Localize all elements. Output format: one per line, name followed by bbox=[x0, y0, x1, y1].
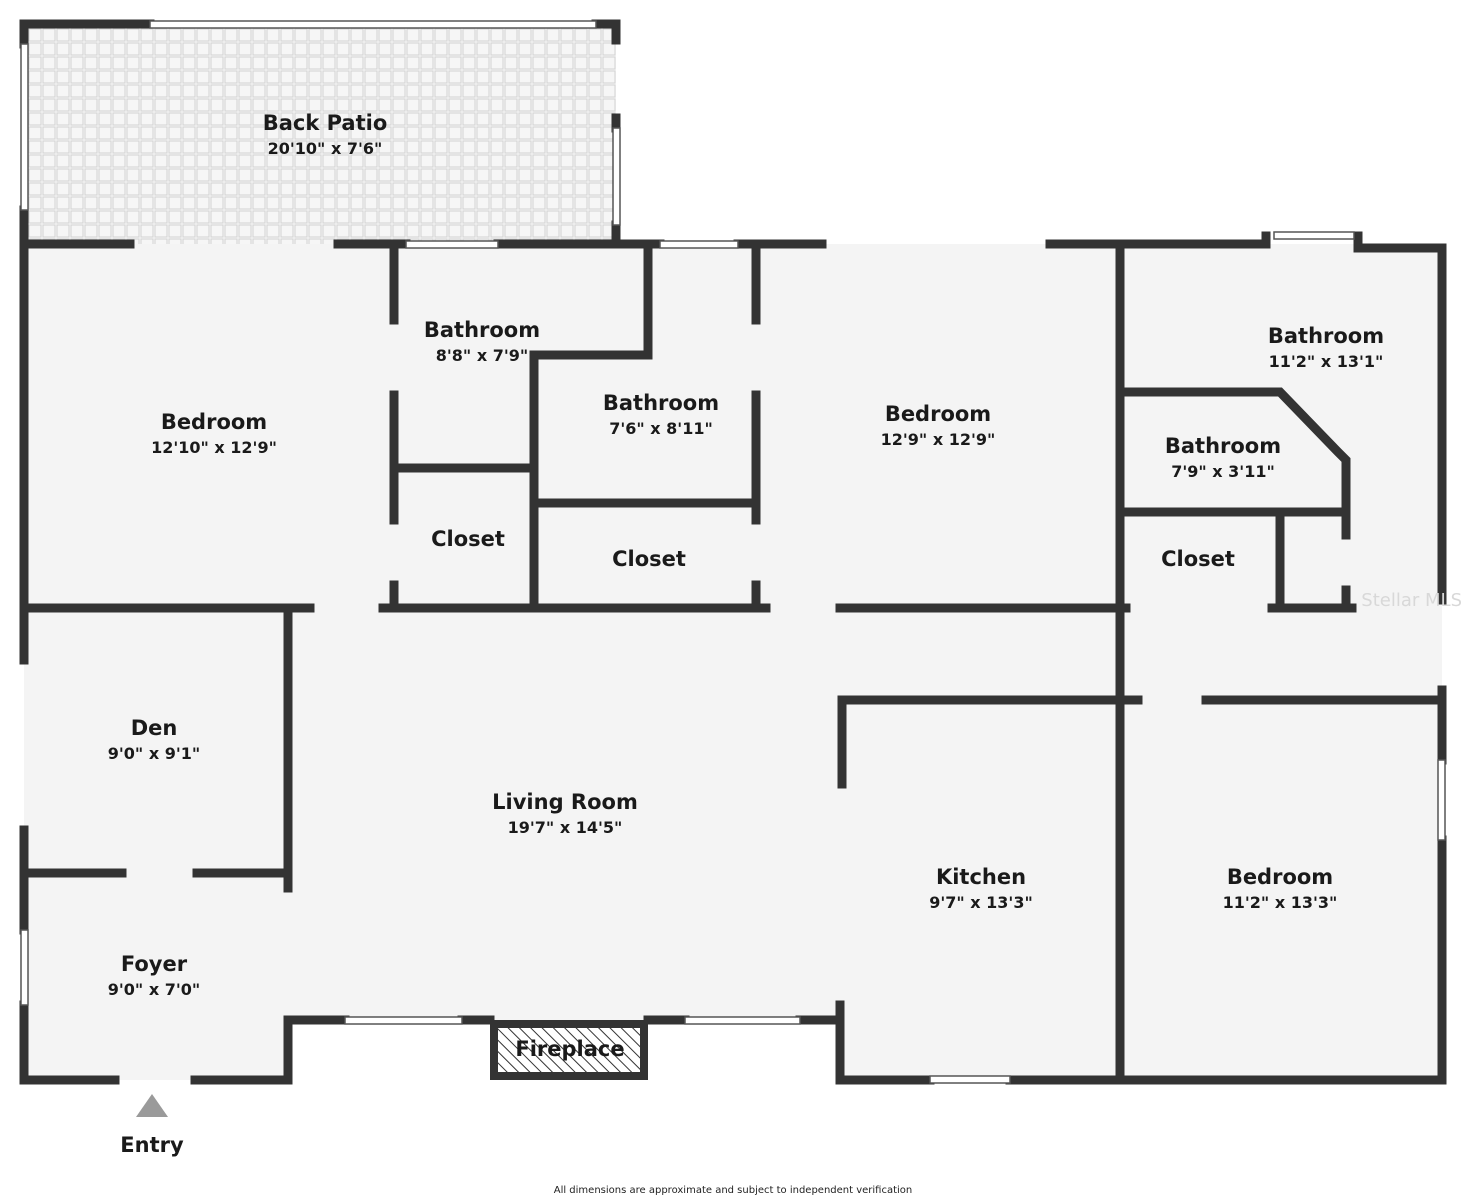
bedroom-2-name: Bedroom bbox=[885, 402, 991, 426]
bathroom-3-name: Bathroom bbox=[1268, 324, 1384, 348]
windows bbox=[20, 20, 1446, 1084]
foyer-dims: 9'0" x 7'0" bbox=[108, 980, 200, 999]
bathroom-4-name: Bathroom bbox=[1165, 434, 1281, 458]
bathroom-1-name: Bathroom bbox=[424, 318, 540, 342]
bedroom-3-dims: 11'2" x 13'3" bbox=[1223, 893, 1338, 912]
patio-floor bbox=[24, 24, 616, 244]
entry-label: Entry bbox=[120, 1133, 184, 1157]
living-room-name: Living Room bbox=[492, 790, 638, 814]
bathroom-2-dims: 7'6" x 8'11" bbox=[609, 419, 713, 438]
bathroom-1-dims: 8'8" x 7'9" bbox=[436, 346, 528, 365]
footer-note: All dimensions are approximate and subje… bbox=[554, 1185, 913, 1196]
closet-3-name: Closet bbox=[1161, 547, 1235, 571]
walls bbox=[19, 19, 1447, 1085]
bathroom-2-name: Bathroom bbox=[603, 391, 719, 415]
kitchen-dims: 9'7" x 13'3" bbox=[929, 893, 1033, 912]
den-name: Den bbox=[131, 716, 178, 740]
closet-1-name: Closet bbox=[431, 527, 505, 551]
living-room-dims: 19'7" x 14'5" bbox=[508, 818, 623, 837]
back-patio-name: Back Patio bbox=[263, 111, 388, 135]
fireplace-name: Fireplace bbox=[515, 1037, 624, 1061]
bedroom-3-name: Bedroom bbox=[1227, 865, 1333, 889]
bedroom-2-dims: 12'9" x 12'9" bbox=[881, 430, 996, 449]
bathroom-3-dims: 11'2" x 13'1" bbox=[1269, 352, 1384, 371]
entry-arrow-icon bbox=[136, 1094, 168, 1117]
kitchen-name: Kitchen bbox=[936, 865, 1026, 889]
bedroom-1-dims: 12'10" x 12'9" bbox=[151, 438, 277, 457]
room-labels: Back Patio 20'10" x 7'6" Bedroom 12'10" … bbox=[108, 111, 1384, 1196]
back-patio-dims: 20'10" x 7'6" bbox=[268, 139, 383, 158]
foyer-name: Foyer bbox=[121, 952, 188, 976]
fireplace-hearth bbox=[490, 1020, 648, 1080]
bedroom-1-name: Bedroom bbox=[161, 410, 267, 434]
den-dims: 9'0" x 9'1" bbox=[108, 744, 200, 763]
closet-2-name: Closet bbox=[612, 547, 686, 571]
watermark: Stellar MLS bbox=[1361, 590, 1462, 611]
house-floor bbox=[24, 244, 1442, 1080]
bathroom-4-dims: 7'9" x 3'11" bbox=[1171, 462, 1275, 481]
